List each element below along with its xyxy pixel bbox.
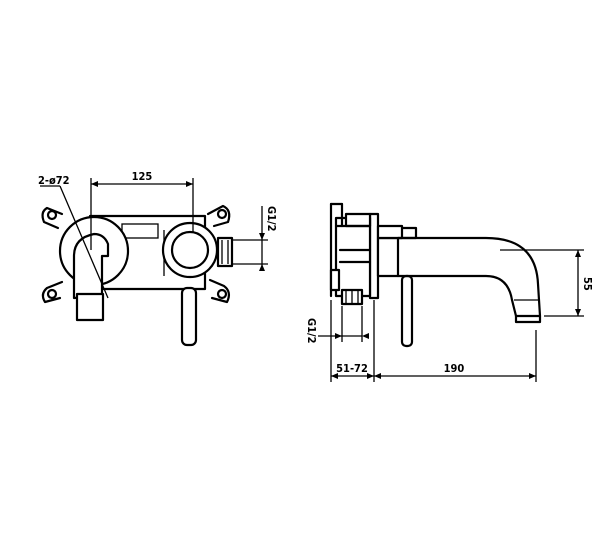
side-view: 55 190 51-72 G1/2 [305, 202, 594, 382]
valve-body-side [334, 216, 372, 298]
mounting-tab-bottom-right [208, 278, 231, 304]
spout-height-label: 55 [581, 277, 594, 291]
thread-label-bottom: G1/2 [305, 318, 318, 344]
spout-front [72, 232, 110, 300]
lever-handle-side [400, 274, 414, 348]
center-distance-label: 125 [132, 170, 153, 183]
thread-label-top: G1/2 [265, 206, 278, 232]
dimension-125: 125 [90, 170, 194, 250]
hole-diameter-label: 2-ø72 [38, 174, 70, 187]
dimension-51-72: 51-72 [330, 300, 374, 382]
hole-leader-line [59, 185, 109, 299]
housing-window [121, 223, 159, 239]
dimension-55: 55 [500, 249, 594, 317]
dimension-g12-top: G1/2 [232, 206, 278, 271]
spout-outlet-front [75, 292, 105, 322]
mounting-tab-top-right [206, 204, 231, 228]
handle-cap [170, 230, 210, 270]
wall-plate [368, 212, 380, 300]
mounting-tab-top-left [41, 206, 64, 230]
lever-handle-front [180, 286, 198, 347]
mounting-tab-bottom-left [41, 280, 64, 304]
dimension-190: 190 [373, 300, 537, 382]
spout-length-label: 190 [444, 362, 465, 375]
dimension-g12-bottom: G1/2 [305, 306, 369, 344]
wall-depth-label: 51-72 [336, 362, 368, 375]
handle-body-side [376, 236, 400, 278]
inlet-connector-front [216, 236, 234, 268]
front-view: 125 2-ø72 G1/2 [38, 170, 278, 347]
